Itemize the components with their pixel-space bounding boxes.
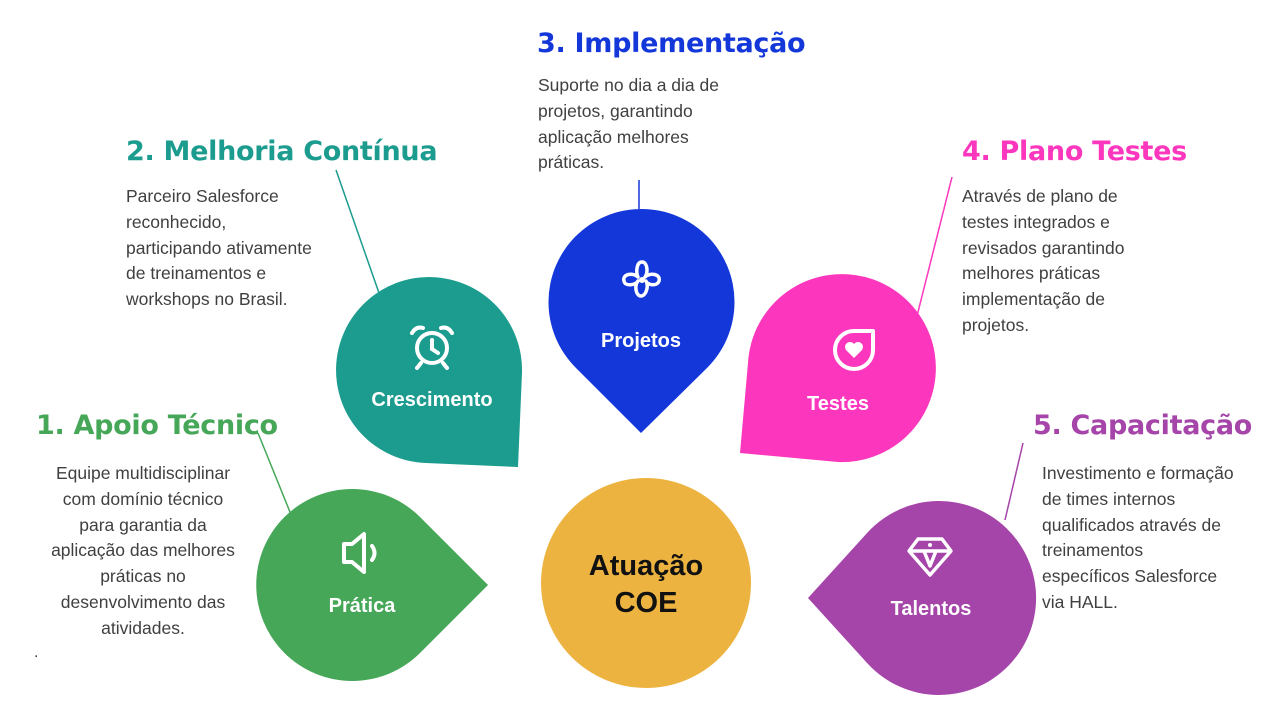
desc-line: workshops no Brasil. <box>126 289 288 310</box>
teardrop-pratica <box>256 488 488 681</box>
desc-line: aplicação das melhores <box>51 540 235 561</box>
label-talentos: Talentos <box>890 598 972 620</box>
desc-line: de times internos <box>1042 488 1176 509</box>
desc-plano-testes: Através de plano de testes integrados e … <box>962 184 1172 339</box>
desc-line: projetos. <box>962 314 1030 335</box>
teardrop-crescimento <box>336 277 523 467</box>
desc-line: desenvolvimento das <box>60 591 226 612</box>
desc-line: via HALL. <box>1042 591 1118 612</box>
desc-line: específicos Salesforce <box>1042 566 1218 587</box>
teardrop-talentos <box>808 501 1037 695</box>
desc-line: Investimento e formação <box>1042 463 1234 483</box>
desc-line: qualificados através de <box>1042 514 1221 535</box>
asterisk-flower-icon <box>622 260 661 298</box>
alarm-clock-icon <box>410 325 454 370</box>
label-testes: Testes <box>807 393 869 415</box>
center-label-line1: Atuação <box>588 550 704 582</box>
desc-line: de treinamentos e <box>126 263 267 284</box>
desc-implementacao: Suporte no dia a dia de projetos, garant… <box>538 73 768 176</box>
speaker-icon <box>342 532 377 574</box>
desc-line: reconhecido, <box>126 211 227 232</box>
title-implementacao: 3. Implementação <box>537 28 806 59</box>
desc-line: Através de plano de <box>962 186 1118 206</box>
desc-line: implementação de <box>962 289 1105 310</box>
desc-line: com domínio técnico <box>62 488 224 509</box>
center-label-line2: COE <box>614 587 678 619</box>
desc-line: participando ativamente <box>126 237 312 258</box>
teardrop-projetos <box>548 208 735 433</box>
desc-line: para garantia da <box>79 514 207 535</box>
desc-melhoria-continua: Parceiro Salesforce reconhecido, partici… <box>126 184 356 313</box>
title-capacitacao: 5. Capacitação <box>1033 410 1252 441</box>
desc-line: revisados garantindo <box>962 237 1125 258</box>
connector-line-talentos <box>1004 442 1024 521</box>
desc-line: Equipe multidisciplinar <box>55 463 231 483</box>
teardrop-testes <box>740 274 936 463</box>
desc-line: melhores práticas <box>962 263 1101 284</box>
desc-apoio-tecnico: Equipe multidisciplinar com domínio técn… <box>30 461 256 642</box>
desc-line: projetos, garantindo <box>538 100 693 121</box>
label-projetos: Projetos <box>600 330 682 352</box>
label-crescimento: Crescimento <box>371 389 493 411</box>
desc-line: Parceiro Salesforce <box>126 186 279 206</box>
desc-line: práticas. <box>538 152 605 173</box>
title-plano-testes: 4. Plano Testes <box>962 136 1187 167</box>
desc-line: atividades. <box>101 617 185 638</box>
desc-line: testes integrados e <box>962 211 1110 232</box>
connector-line-testes <box>916 176 953 317</box>
heart-bubble-icon <box>833 329 875 371</box>
stray-dot: . <box>34 644 39 661</box>
desc-line: Suporte no dia a dia de <box>538 75 719 95</box>
title-melhoria-continua: 2. Melhoria Contínua <box>126 136 438 167</box>
label-pratica: Prática <box>328 595 396 617</box>
desc-line: aplicação melhores <box>538 126 689 147</box>
connector-line-crescimento <box>335 169 380 294</box>
title-apoio-tecnico: 1. Apoio Técnico <box>36 410 278 441</box>
connector-line-pratica <box>257 432 293 518</box>
center-circle <box>541 478 751 688</box>
desc-line: práticas no <box>100 566 186 587</box>
diamond-icon <box>907 537 953 577</box>
center-label-atuacao-coe: Atuação COE <box>589 548 703 622</box>
desc-capacitacao: Investimento e formação de times interno… <box>1042 461 1276 616</box>
desc-line: treinamentos <box>1042 540 1144 561</box>
